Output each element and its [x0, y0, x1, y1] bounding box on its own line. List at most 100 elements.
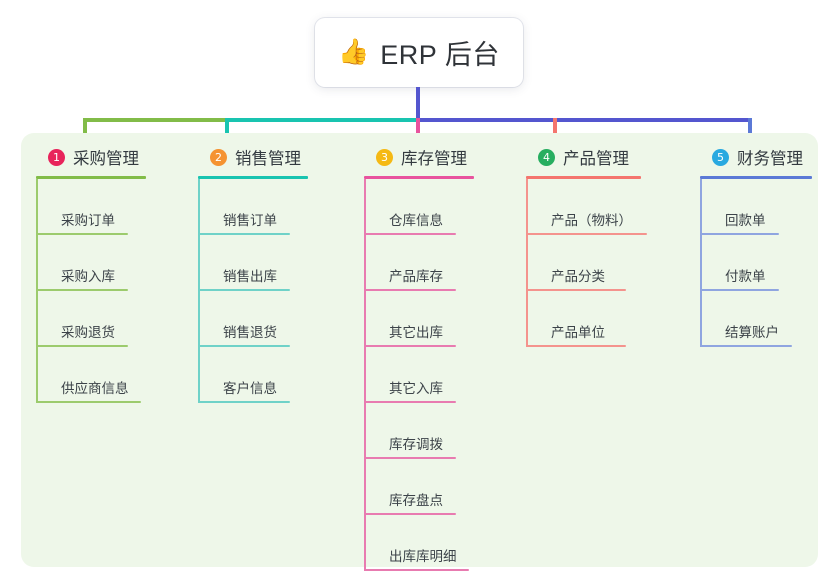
- root-node-content: 👍 ERP 后台: [338, 33, 500, 72]
- leaf-item[interactable]: 客户信息: [198, 347, 338, 403]
- leaf-list-2: 销售订单 销售出库 销售退货 客户信息: [198, 179, 338, 403]
- leaf-rule: [364, 289, 456, 291]
- branch-column-3: 3 库存管理 仓库信息 产品库存 其它出库 其它入库 库存调拨 库存盘点: [364, 144, 514, 571]
- leaf-spine-4: [526, 179, 528, 347]
- connector-bus-green: [83, 118, 228, 122]
- leaf-label: 采购订单: [61, 213, 115, 228]
- leaf-list-5: 回款单 付款单 结算账户: [700, 179, 839, 347]
- leaf-label: 销售出库: [223, 269, 277, 284]
- leaf-spine-5: [700, 179, 702, 347]
- branch-title-3: 库存管理: [401, 150, 467, 168]
- branch-badge-3: 3: [376, 148, 393, 166]
- leaf-item[interactable]: 产品库存: [364, 235, 514, 291]
- leaf-rule: [700, 289, 779, 291]
- leaf-item[interactable]: 产品分类: [526, 235, 686, 291]
- leaf-item[interactable]: 库存调拨: [364, 403, 514, 459]
- branch-rule-3: [364, 176, 474, 179]
- leaf-rule: [36, 345, 128, 347]
- leaf-label: 采购入库: [61, 269, 115, 284]
- leaf-label: 产品分类: [551, 269, 605, 284]
- leaf-label: 结算账户: [725, 325, 779, 340]
- leaf-rule: [364, 401, 456, 403]
- leaf-item[interactable]: 仓库信息: [364, 179, 514, 235]
- leaf-item[interactable]: 其它入库: [364, 347, 514, 403]
- connector-drop-col2: [225, 118, 229, 144]
- leaf-list-1: 采购订单 采购入库 采购退货 供应商信息: [36, 179, 176, 403]
- leaf-label: 仓库信息: [389, 213, 443, 228]
- branch-badge-2: 2: [210, 148, 227, 166]
- leaf-item[interactable]: 采购退货: [36, 291, 176, 347]
- leaf-item[interactable]: 销售订单: [198, 179, 338, 235]
- root-node-card[interactable]: 👍 ERP 后台: [315, 18, 523, 87]
- leaf-label: 产品单位: [551, 325, 605, 340]
- leaf-item[interactable]: 其它出库: [364, 291, 514, 347]
- branch-title-5: 财务管理: [737, 150, 803, 168]
- branch-badge-4: 4: [538, 148, 555, 166]
- branch-column-1: 1 采购管理 采购订单 采购入库 采购退货 供应商信息: [36, 144, 176, 403]
- leaf-item[interactable]: 产品（物料）: [526, 179, 686, 235]
- branch-header-4[interactable]: 4 产品管理: [526, 144, 686, 170]
- leaf-label: 其它出库: [389, 325, 443, 340]
- leaf-label: 回款单: [725, 213, 766, 228]
- diagram-panel-background: [21, 133, 818, 567]
- leaf-item[interactable]: 采购入库: [36, 235, 176, 291]
- leaf-rule: [364, 233, 456, 235]
- leaf-item[interactable]: 销售出库: [198, 235, 338, 291]
- branch-title-2: 销售管理: [235, 150, 301, 168]
- leaf-item[interactable]: 回款单: [700, 179, 839, 235]
- branch-header-1[interactable]: 1 采购管理: [36, 144, 176, 170]
- leaf-spine-2: [198, 179, 200, 403]
- thumbs-up-icon: 👍: [338, 38, 370, 66]
- leaf-label: 产品（物料）: [551, 213, 632, 228]
- connector-drop-col4: [553, 118, 557, 144]
- leaf-item[interactable]: 销售退货: [198, 291, 338, 347]
- branch-rule-1: [36, 176, 146, 179]
- leaf-rule: [364, 513, 456, 515]
- leaf-label: 其它入库: [389, 381, 443, 396]
- leaf-label: 采购退货: [61, 325, 115, 340]
- branch-column-5: 5 财务管理 回款单 付款单 结算账户: [700, 144, 839, 347]
- leaf-label: 销售退货: [223, 325, 277, 340]
- leaf-rule: [526, 289, 626, 291]
- leaf-rule: [198, 401, 290, 403]
- connector-drop-col1: [83, 118, 87, 144]
- leaf-rule: [526, 345, 626, 347]
- leaf-item[interactable]: 出库库明细: [364, 515, 514, 571]
- leaf-label: 销售订单: [223, 213, 277, 228]
- leaf-rule: [198, 345, 290, 347]
- leaf-label: 库存调拨: [389, 437, 443, 452]
- branch-rule-5: [700, 176, 812, 179]
- branch-header-3[interactable]: 3 库存管理: [364, 144, 514, 170]
- connector-drop-col5: [748, 118, 752, 144]
- leaf-item[interactable]: 供应商信息: [36, 347, 176, 403]
- leaf-item[interactable]: 产品单位: [526, 291, 686, 347]
- leaf-rule: [198, 233, 290, 235]
- branch-badge-1: 1: [48, 148, 65, 166]
- leaf-rule: [364, 569, 469, 571]
- leaf-item[interactable]: 采购订单: [36, 179, 176, 235]
- branch-header-2[interactable]: 2 销售管理: [198, 144, 338, 170]
- leaf-list-3: 仓库信息 产品库存 其它出库 其它入库 库存调拨 库存盘点 出库库明细: [364, 179, 514, 571]
- leaf-rule: [364, 457, 456, 459]
- leaf-label: 库存盘点: [389, 493, 443, 508]
- branch-header-5[interactable]: 5 财务管理: [700, 144, 839, 170]
- leaf-label: 供应商信息: [61, 381, 129, 396]
- leaf-rule: [700, 233, 779, 235]
- leaf-rule: [364, 345, 456, 347]
- leaf-rule: [36, 401, 141, 403]
- leaf-rule: [36, 233, 128, 235]
- leaf-item[interactable]: 库存盘点: [364, 459, 514, 515]
- leaf-label: 客户信息: [223, 381, 277, 396]
- connector-bus-teal: [227, 118, 419, 122]
- branch-rule-2: [198, 176, 308, 179]
- leaf-item[interactable]: 结算账户: [700, 291, 839, 347]
- connector-drop-col3: [416, 118, 420, 144]
- leaf-label: 付款单: [725, 269, 766, 284]
- leaf-spine-1: [36, 179, 38, 403]
- branch-badge-5: 5: [712, 148, 729, 166]
- leaf-rule: [526, 233, 647, 235]
- leaf-list-4: 产品（物料） 产品分类 产品单位: [526, 179, 686, 347]
- leaf-item[interactable]: 付款单: [700, 235, 839, 291]
- leaf-rule: [36, 289, 128, 291]
- root-node-title: ERP 后台: [380, 40, 500, 70]
